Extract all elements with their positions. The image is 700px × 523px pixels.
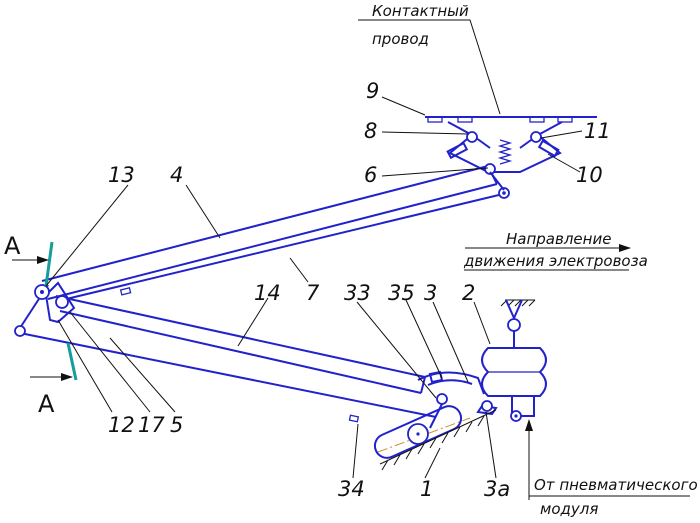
note-wire-line2: провод <box>372 30 429 48</box>
label-9: 9 <box>366 79 379 103</box>
note-wire-line1: Контактный <box>372 2 469 20</box>
label-4: 4 <box>170 163 183 187</box>
drive-linkage <box>417 370 498 429</box>
label-1: 1 <box>420 477 433 501</box>
section-label-top: A <box>4 232 21 260</box>
note-pneumatic-line2: модуля <box>540 500 598 518</box>
label-3: 3 <box>424 281 437 305</box>
label-14: 14 <box>254 281 281 305</box>
label-10: 10 <box>576 163 603 187</box>
section-line-a-a <box>12 241 78 381</box>
rod-mark <box>348 414 360 423</box>
label-33: 33 <box>344 281 371 305</box>
label-12: 12 <box>108 413 135 437</box>
label-35: 35 <box>388 281 415 305</box>
label-3a: 3а <box>484 477 510 501</box>
lower-hinge-assembly <box>14 281 76 337</box>
label-34: 34 <box>338 477 365 501</box>
arm-mark <box>119 287 132 296</box>
label-5: 5 <box>170 413 183 437</box>
note-pneumatic-line1: От пневматического <box>534 476 698 494</box>
arm-7 <box>57 193 504 302</box>
label-11: 11 <box>584 119 611 143</box>
current-collector-carriage <box>425 116 597 199</box>
label-6: 6 <box>364 163 377 187</box>
lower-arm-14 <box>55 295 426 394</box>
label-8: 8 <box>364 119 377 143</box>
label-2: 2 <box>462 281 475 305</box>
base-support-1 <box>373 405 497 471</box>
rod-5 <box>19 284 437 418</box>
label-17: 17 <box>138 413 165 437</box>
label-13: 13 <box>108 163 135 187</box>
note-direction-line2: движения электровоза <box>463 252 648 270</box>
note-direction-line1: Направление <box>506 230 611 248</box>
label-7: 7 <box>306 281 320 305</box>
pneumatic-drive-2 <box>481 299 547 422</box>
leader-lines <box>45 19 690 500</box>
section-label-bottom: A <box>38 390 55 418</box>
